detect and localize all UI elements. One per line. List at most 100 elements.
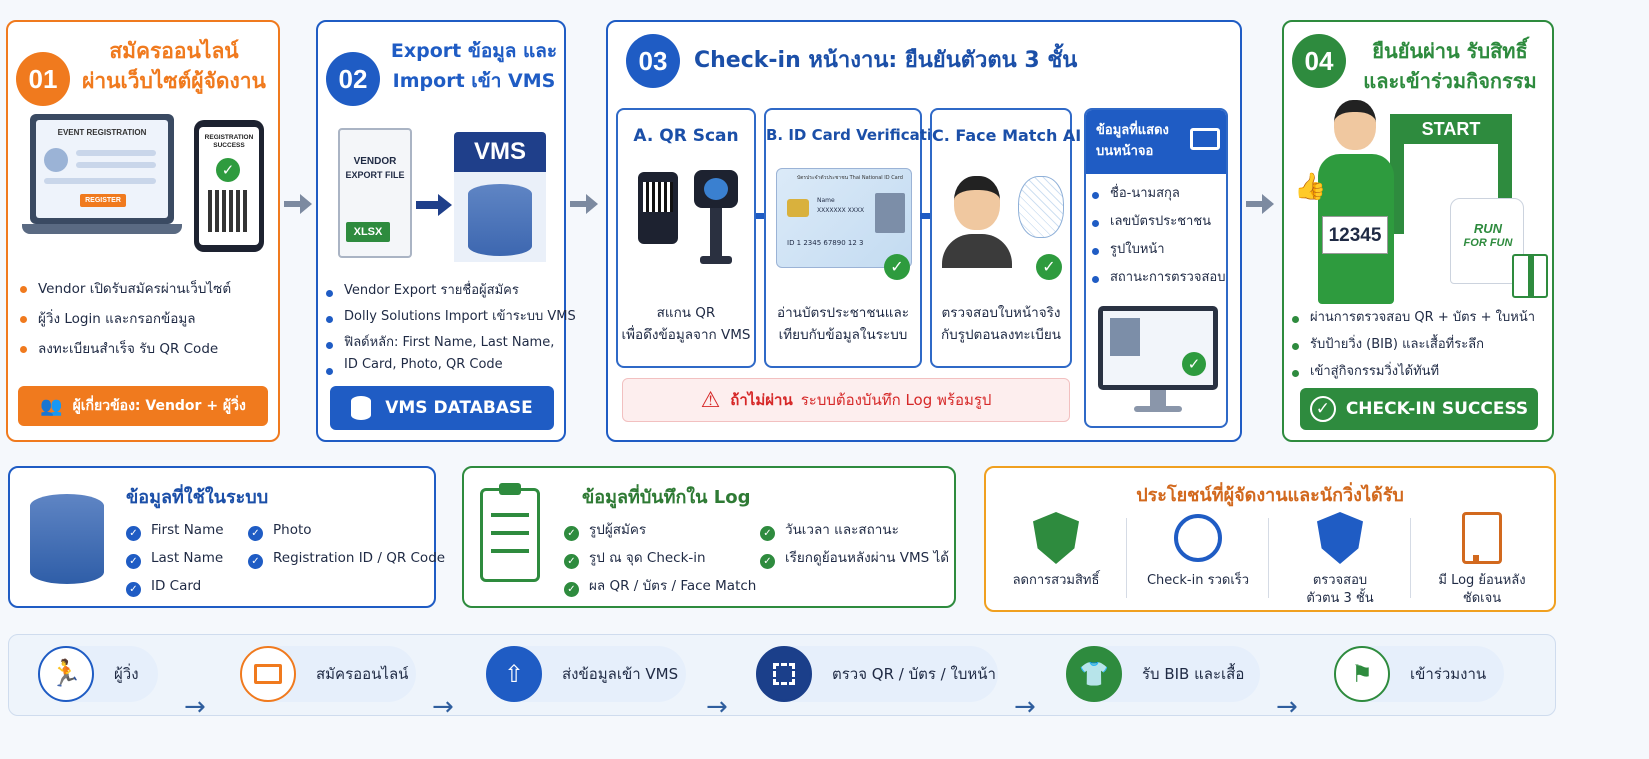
step4-number: 04 [1292,34,1346,88]
list-item: เลขบัตรประชาชน [1088,208,1225,236]
list-item: สถานะการตรวจสอบ [1088,264,1225,292]
step4-card: 04 ยืนยันผ่าน รับสิทธิ์และเข้าร่วมกิจกรร… [1282,20,1554,442]
list-item: ✓ID Card [126,572,224,600]
list-item: ✓First Name [126,516,224,544]
group-flag-icon: ⚑ [1334,646,1390,702]
list-item: ผ่านการตรวจสอบ QR + บัตร + ใบหน้า [1288,304,1535,331]
flow-step-upload: ⇧ ส่งข้อมูลเข้า VMS [486,646,686,702]
step3-title: Check-in หน้างาน: ยืนยันตัวตน 3 ชั้น [694,48,1078,73]
screen-info-panel: ข้อมูลที่แสดงบนหน้าจอ ชื่อ-นามสกุล เลขบั… [1084,108,1228,428]
list-item: ลงทะเบียนสำเร็จ รับ QR Code [16,334,231,364]
flow-arrow: → [1276,692,1298,722]
check-icon: ✓ [248,526,263,541]
gift-icon [1512,254,1548,298]
flow-step-verify: ตรวจ QR / บัตร / ใบหน้า [756,646,998,702]
photo-icon [1110,318,1140,356]
flow-step-register: สมัครออนไลน์ [240,646,416,702]
list-item: ✓Photo [248,516,445,544]
step1-card: 01 สมัครออนไลน์ผ่านเว็บไซต์ผู้จัดงาน EVE… [6,20,280,442]
list-item: ✓รูปผู้สมัคร [564,516,756,544]
xlsx-badge: XLSX [346,222,390,242]
id-card-icon: บัตรประจำตัวประชาชน Thai National ID Car… [776,168,912,268]
check-icon: ✓ [126,582,141,597]
list-item: ฟิลด์หลัก: First Name, Last Name, [322,330,576,356]
flow-arrow: → [432,692,454,722]
benefit-item: Check-in รวดเร็ว [1128,512,1268,590]
id-card-panel: B. ID Card Verification บัตรประจำตัวประช… [764,108,953,368]
list-item: Vendor Export รายชื่อผู้สมัคร [322,278,576,304]
register-button[interactable]: REGISTER [80,194,126,207]
laptop-icon [240,646,296,702]
check-icon: ✓ [126,554,141,569]
list-item: Dolly Solutions Import เข้าระบบ VMS [322,304,576,330]
check-icon: ✓ [564,582,579,597]
fail-warning: ⚠ ถ้าไม่ผ่าน ระบบต้องบันทึก Log พร้อมรูป [622,378,1070,422]
chip-icon [787,199,809,217]
cloud-upload-icon: ⇧ [486,646,542,702]
flow-step-runner: 🏃 ผู้วิ่ง [38,646,158,702]
stopwatch-icon [1174,514,1222,562]
card-photo [875,193,905,233]
phone-qr-icon [638,172,678,244]
flow-step-bib: 👕 รับ BIB และเสื้อ [1066,646,1260,702]
export-file-icon: VENDOR EXPORT FILE XLSX [338,128,412,258]
arrow-icon [570,194,598,214]
face-match-panel: C. Face Match AI ✓ ตรวจสอบใบหน้าจริงกับร… [930,108,1081,368]
runner-icon: 🏃 [38,646,94,702]
list-item: ✓Last Name [126,544,224,572]
list-item: ✓เรียกดูย้อนหลังผ่าน VMS ได้ [760,544,949,572]
clipboard-icon [480,483,540,582]
step3-number: 03 [626,34,680,88]
screen-info-title: ข้อมูลที่แสดงบนหน้าจอ [1096,123,1169,159]
qr-scan-icon [756,646,812,702]
step2-bullets: Vendor Export รายชื่อผู้สมัคร Dolly Solu… [322,278,576,375]
tshirt-icon: RUN FOR FUN [1450,198,1524,284]
list-item: ✓Registration ID / QR Code [248,544,445,572]
list-item: เข้าสู่กิจกรรมวิ่งได้ทันที [1288,358,1535,385]
list-item: ✓วันเวลา และสถานะ [760,516,949,544]
arrow-icon [416,194,452,216]
id-card-caption: อ่านบัตรประชาชนและเทียบกับข้อมูลในระบบ [777,305,909,343]
list-item: รูปใบหน้า [1088,236,1225,264]
benefit-item: ตรวจสอบตัวตน 3 ชั้น [1270,512,1410,608]
database-icon [351,396,372,420]
people-icon: 👥 [40,395,63,417]
list-item: ผู้วิ่ง Login และกรอกข้อมูล [16,304,231,334]
face-scan-wireframe-icon [1018,176,1064,238]
bib-number: 12345 [1322,216,1388,254]
screen-info-list: ชื่อ-นามสกุล เลขบัตรประชาชน รูปใบหน้า สถ… [1088,180,1225,292]
check-in-success-banner: ✓CHECK-IN SUCCESS [1300,388,1538,430]
system-data-box: ข้อมูลที่ใช้ในระบบ ✓First Name ✓Last Nam… [8,466,445,608]
flow-arrow: → [1014,692,1036,722]
flow-arrow: → [184,692,206,722]
scanner-kiosk-icon [694,170,738,266]
list-item: Vendor เปิดรับสมัครผ่านเว็บไซต์ [16,274,231,304]
step4-bullets: ผ่านการตรวจสอบ QR + บัตร + ใบหน้า รับป้า… [1288,304,1535,385]
step1-footer: 👥ผู้เกี่ยวข้อง: Vendor + ผู้วิ่ง [18,386,268,426]
check-icon: ✓ [884,254,910,280]
face-icon [942,172,1012,268]
thumbs-up-icon: 👍 [1294,172,1327,202]
check-icon: ✓ [1182,352,1206,376]
warning-icon: ⚠ [700,387,721,413]
face-match-caption: ตรวจสอบใบหน้าจริงกับรูปตอนลงทะเบียน [940,305,1061,343]
user-avatar-icon [44,148,68,172]
qr-code-icon [208,190,250,232]
step3-card: 03 Check-in หน้างาน: ยืนยันตัวตน 3 ชั้น … [606,20,1242,442]
step4-title: ยืนยันผ่าน รับสิทธิ์และเข้าร่วมกิจกรรม [1363,39,1537,93]
shield-id-icon [1317,512,1363,564]
tshirt-icon: 👕 [1066,646,1122,702]
arrow-icon [284,194,312,214]
laptop-illustration: EVENT REGISTRATION REGISTER [22,114,182,240]
list-item: ชื่อ-นามสกุล [1088,180,1225,208]
step1-number: 01 [16,52,70,106]
list-item: ✓รูป ณ จุด Check-in [564,544,756,572]
phone-heading: REGISTRATION SUCCESS [204,134,254,149]
check-circle-icon: ✓ [1309,396,1336,422]
report-icon [1462,512,1502,564]
list-item: รับป้ายวิ่ง (BIB) และเสื้อที่ระลึก [1288,331,1535,358]
check-icon: ✓ [248,554,263,569]
benefit-box: ประโยชน์ที่ผู้จัดงานและนักวิ่งได้รับ ลดก… [984,466,1556,612]
